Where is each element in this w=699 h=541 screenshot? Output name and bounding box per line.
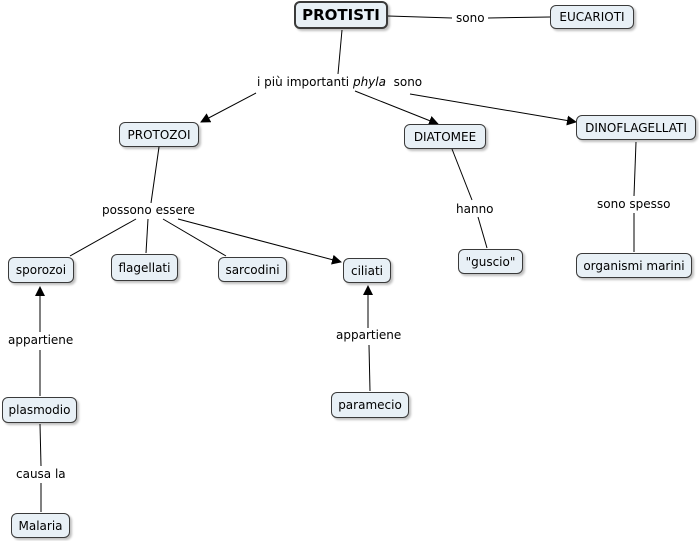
connector-protozoi-possono (150, 146, 160, 204)
concept-dinoflagellati[interactable]: DINOFLAGELLATI (576, 115, 696, 140)
concept-eucarioti[interactable]: EUCARIOTI (550, 5, 634, 29)
link-appartiene-sporozoi: appartiene (6, 333, 76, 347)
connector-possono-ciliati (177, 218, 342, 265)
link-possono-essere: possono essere (100, 203, 197, 217)
link-sono: sono (454, 11, 487, 25)
connector-possono-sarcodini (162, 218, 227, 257)
concept-guscio[interactable]: "guscio" (458, 249, 523, 274)
link-phyla-italic: phyla (352, 75, 386, 89)
concept-flagellati[interactable]: flagellati (111, 254, 178, 281)
connector-plasmodio-causala (39, 423, 42, 467)
connector-protisti-sono (387, 15, 453, 19)
concept-malaria[interactable]: Malaria (11, 513, 70, 538)
link-phyla-suffix: sono (385, 75, 423, 89)
concept-protisti[interactable]: PROTISTI (294, 1, 388, 29)
connector-protisti-phyla (337, 29, 343, 75)
concept-sarcodini[interactable]: sarcodini (218, 257, 287, 282)
link-piu-importanti-phyla: i più importanti phyla sono (255, 75, 425, 89)
connector-possono-flagellati (145, 218, 149, 254)
concept-ciliati[interactable]: ciliati (343, 258, 391, 283)
link-causa-la: causa la (14, 467, 68, 481)
concept-protozoi[interactable]: PROTOZOI (119, 122, 199, 147)
connector-phyla-diatomee (354, 90, 439, 126)
connector-dinoflagellati-sonospesso (633, 141, 637, 197)
concept-organismi-marini[interactable]: organismi marini (576, 253, 692, 278)
connector-phyla-dinoflagellati (409, 93, 577, 126)
connector-phyla-protozoi (200, 92, 257, 123)
connector-paramecio-appartiene (368, 344, 371, 392)
connector-hanno-guscio (477, 216, 488, 249)
link-appartiene-ciliati: appartiene (334, 328, 404, 342)
link-sono-spesso: sono spesso (595, 197, 673, 211)
connector-possono-sporozoi (69, 218, 137, 257)
link-phyla-prefix: i più importanti (257, 75, 353, 89)
concept-plasmodio[interactable]: plasmodio (2, 397, 77, 423)
connector-diatomee-hanno (451, 148, 473, 201)
concept-sporozoi[interactable]: sporozoi (8, 257, 74, 283)
connector-sono-eucarioti (487, 16, 551, 19)
concept-diatomee[interactable]: DIATOMEE (404, 124, 486, 149)
link-hanno: hanno (454, 202, 496, 216)
concept-paramecio[interactable]: paramecio (331, 392, 409, 418)
